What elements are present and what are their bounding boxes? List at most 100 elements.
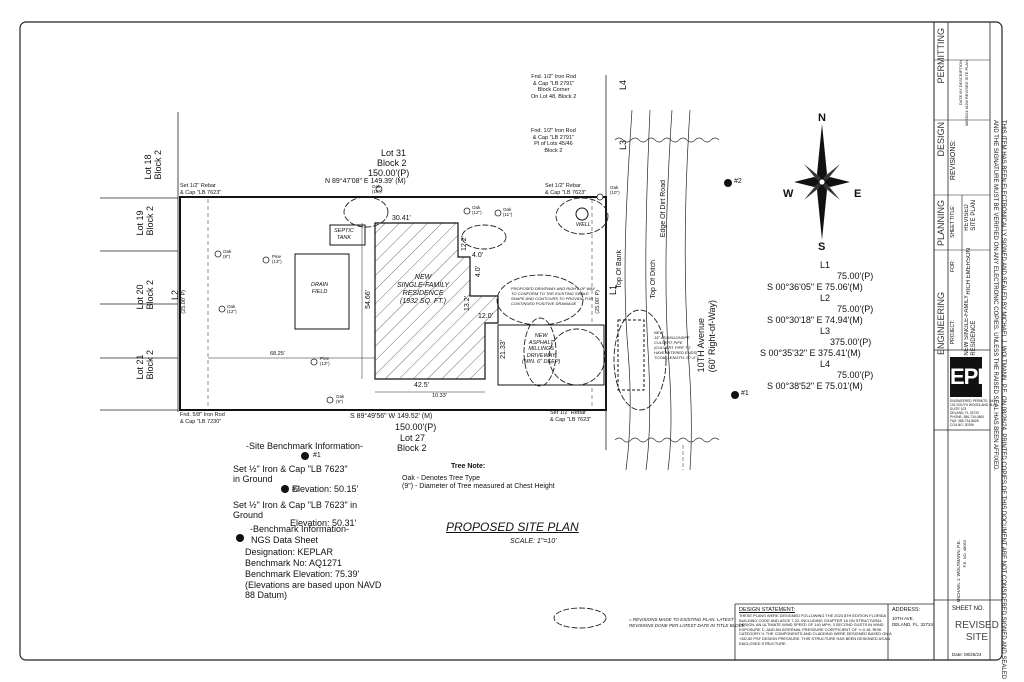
- sheet-date: Date: 08/25/24: [952, 652, 982, 657]
- lot-south-name: Lot 27: [400, 433, 426, 443]
- lot-19-label: Lot 19 Block 2: [135, 206, 155, 236]
- tree-label: Oak (12"): [227, 304, 237, 314]
- sheet-title-value: REVISED SITE PLAN: [964, 200, 977, 231]
- revision-note: = REVISIONS MADE TO EXISTING PLAN, LATES…: [629, 617, 745, 628]
- benchmark-2-num: #2: [292, 486, 300, 493]
- driveway-note: PROPOSED DRIVEWAY AND RIGHT OF WAY TO CO…: [511, 286, 596, 306]
- tree-note-title: Tree Note:: [451, 463, 486, 470]
- tree-label: Oak (8"): [223, 249, 232, 259]
- l2-measured: S 00°30'18" E 74.94'(M): [767, 315, 863, 325]
- dim-4-a: 4.0': [472, 252, 484, 259]
- for-value: RICH EMERSON: [966, 248, 972, 295]
- benchmark-title: -Site Benchmark Information-: [246, 441, 364, 451]
- compass-west: W: [783, 188, 794, 200]
- north-bearing: N 89°47'08" E 149.39' (M): [325, 178, 406, 185]
- setback-east: (25.00' P): [595, 290, 601, 314]
- tree-label: Oak (11"): [503, 207, 513, 217]
- plan-scale: SCALE: 1"=10': [510, 538, 557, 545]
- revisions-columns: DATE BY DESCRIPTION: [958, 60, 963, 106]
- title-engineering: ENGINEERING: [936, 292, 946, 356]
- edge-dirt-road-label: Edge Of Dirt Road: [660, 180, 667, 238]
- dim-4-b: 4.0': [475, 266, 482, 278]
- engineer-license: P.E. NO. 48063: [962, 540, 967, 568]
- dim-30: 30.41': [392, 215, 411, 222]
- tree-label: Pine (13"): [272, 254, 282, 264]
- top-bank-west-label: Top Of Bank: [616, 250, 623, 289]
- title-design: DESIGN: [936, 122, 946, 157]
- benchmark-1-elevation: Elevation: 50.15': [292, 484, 359, 494]
- tree-note-line-2: (9") - Diameter of Tree measured at Ches…: [402, 483, 555, 490]
- project-value: NEW SINGLE-FAMILY RESIDENCE: [964, 295, 977, 356]
- l1-marker: L1: [608, 285, 618, 296]
- engineer-name: MICHAEL J. WOLTMANN, P.E.: [956, 540, 961, 603]
- tree-label: Oak (9"): [336, 394, 345, 404]
- l4-marker: L4: [618, 80, 628, 91]
- street-label: 10TH Avenue (60' Right-of-Way): [696, 300, 717, 373]
- tree-label: Pine (13"): [320, 356, 330, 366]
- l3-label: L3: [820, 326, 831, 336]
- l2-label: L2: [820, 293, 831, 303]
- lot-20-label: Lot 20 Block 2: [135, 280, 155, 310]
- l1-plat: 75.00'(P): [837, 271, 874, 281]
- south-bearing: S 89°49'56" W 149.52' (M): [350, 413, 433, 420]
- ngs-data-sheet: NGS Data Sheet: [251, 535, 319, 545]
- l3-measured: S 00°35'32" E 375.41'(M): [760, 348, 861, 358]
- north-plat-distance: 150.00'(P): [368, 168, 410, 178]
- setback-west: (25.00' P): [181, 290, 187, 314]
- tree-label: Oak (12"): [472, 205, 482, 215]
- title-permitting: PERMITTING: [936, 28, 946, 84]
- l2-plat: 75.00'(P): [837, 304, 874, 314]
- top-ditch-label: Top Of Ditch: [650, 260, 657, 299]
- tree-label: Oak (10"): [610, 185, 620, 195]
- tree-note-line-1: Oak - Denotes Tree Type: [402, 475, 481, 482]
- rebar-se-note: Set 1/2" Rebar & Cap "LB 7623": [550, 410, 592, 423]
- driveway-label: NEW ASPHALT MILLINGS DRIVEWAY (MIN. 6" D…: [522, 333, 561, 365]
- for-label: FOR:: [950, 260, 956, 272]
- benchmark-1-num: #1: [313, 452, 321, 459]
- l3-plat: 375.00'(P): [830, 337, 872, 347]
- lot-south-block: Block 2: [397, 443, 427, 453]
- title-planning: PLANNING: [936, 200, 946, 247]
- rebar-nw-note: Set 1/2" Rebar & Cap "LB 7623": [180, 183, 222, 196]
- septic-tank-label: SEPTIC TANK: [334, 228, 354, 241]
- well-label: WELL: [576, 222, 591, 228]
- design-statement-title: DESIGN STATEMENT:: [739, 607, 796, 613]
- compass-east: E: [854, 188, 862, 200]
- plan-title: PROPOSED SITE PLAN: [446, 520, 579, 534]
- sheet-no-title: SHEET NO.: [952, 606, 985, 612]
- benchmark-1-marker: #1: [741, 390, 749, 397]
- dim-68-25: 68.25': [270, 351, 285, 357]
- l4-plat: 75.00'(P): [837, 370, 874, 380]
- revisions-row: 08/25/24 MJW REVISED SITE PLAN: [964, 60, 969, 127]
- designation: Designation: KEPLAR: [245, 547, 334, 557]
- l4-label: L4: [820, 359, 831, 369]
- l3-marker: L3: [618, 140, 628, 151]
- benchmark-elevation: Benchmark Elevation: 75.39': [245, 569, 360, 579]
- sheet-title-label: SHEET TITLE:: [950, 205, 956, 238]
- firm-logo: EPI: [950, 357, 983, 397]
- l1-measured: S 00°36'05" E 75.06'(M): [767, 282, 863, 292]
- benchmark-2-elevation: Elevation: 50.31': [290, 518, 357, 528]
- l4-measured: S 00°38'52" E 75.01'(M): [767, 381, 863, 391]
- address-body: 10TH AVE. DELAND, FL. 32724: [892, 616, 934, 627]
- iron-rod-block-corner-note: Fnd. 1/2" Iron Rod & Cap "LB 2791" Block…: [531, 74, 577, 100]
- design-statement-body: THESE PLANS WERE DESIGNED FOLLOWING THE …: [739, 613, 892, 646]
- l1-label: L1: [820, 260, 831, 270]
- iron-rod-pi-note: Fnd. 1/2" Iron Rod & Cap "LB 2791" PI of…: [531, 128, 576, 154]
- l2-marker: L2: [170, 290, 180, 301]
- sheet-no-value: REVISED SITE: [955, 620, 999, 643]
- tree-label: Oak (16"): [372, 184, 382, 194]
- south-plat-distance: 150.00'(P): [395, 422, 437, 432]
- lot-21-label: Lot 21 Block 2: [135, 350, 155, 380]
- benchmark-2-desc: Set ½" Iron & Cap "LB 7623" in Ground: [233, 500, 358, 520]
- dim-21-33: 21.33': [500, 340, 507, 359]
- lot-18-label: Lot 18 Block 2: [143, 150, 163, 180]
- lot-north-block: Block 2: [377, 158, 407, 168]
- drain-field-label: DRAIN FIELD: [311, 282, 329, 295]
- dim-12-0: 12.0': [478, 313, 493, 320]
- lot-north-name: Lot 31: [381, 148, 407, 158]
- north-arrow-icon: [794, 124, 850, 240]
- residence-label: NEW SINGLE-FAMILY RESIDENCE (1932 SQ. FT…: [397, 274, 450, 305]
